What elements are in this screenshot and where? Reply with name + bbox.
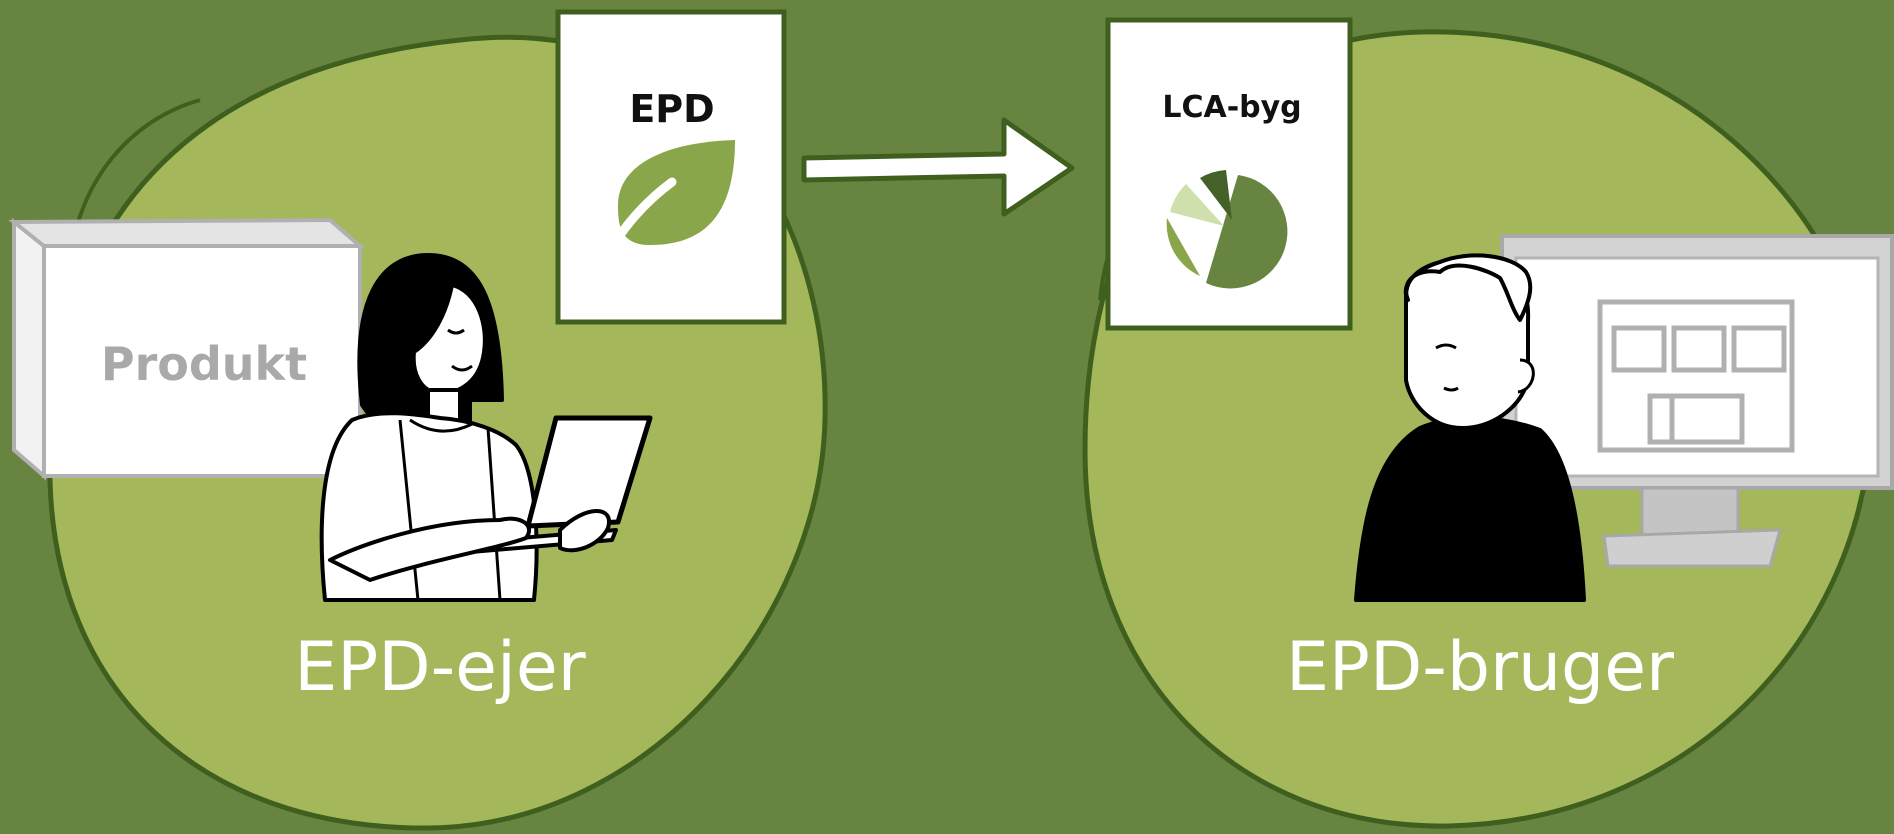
leaf-icon <box>603 140 735 260</box>
man-illustration <box>1354 253 1586 602</box>
epd-owner-label: EPD-ejer <box>294 628 585 707</box>
product-box: Produkt <box>8 217 366 481</box>
flow-arrow <box>801 117 1075 217</box>
epd-user-group: LCA-byg <box>1082 17 1894 829</box>
epd-owner-group: Produkt EPD <box>8 9 828 831</box>
lca-byg-document-title: LCA-byg <box>1162 90 1301 125</box>
epd-document-title: EPD <box>629 87 714 131</box>
pie-chart-icon <box>1166 170 1288 289</box>
woman-with-laptop-illustration <box>319 253 653 602</box>
epd-user-label: EPD-bruger <box>1286 628 1674 707</box>
epd-document: EPD <box>555 9 787 325</box>
lca-byg-document: LCA-byg <box>1105 17 1353 331</box>
product-label: Produkt <box>101 337 307 391</box>
monitor-illustration <box>1500 234 1894 568</box>
